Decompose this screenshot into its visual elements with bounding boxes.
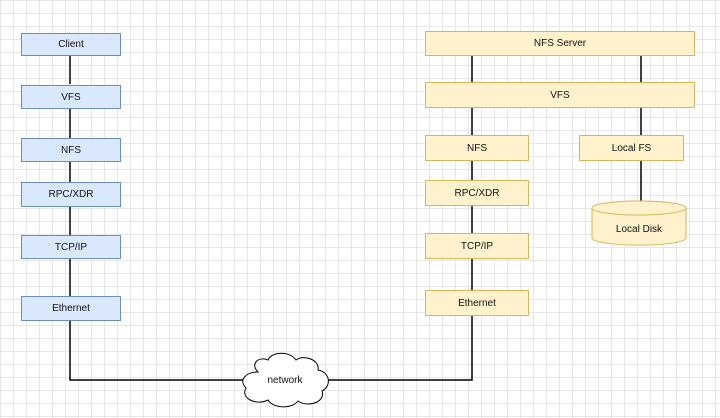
client-rpc-box: RPC/XDR [21, 182, 121, 207]
client-label: Client [58, 39, 84, 50]
local-fs-label: Local FS [611, 142, 652, 154]
server-rpc-box: RPC/XDR [425, 180, 529, 206]
client-vfs-label: VFS [61, 91, 81, 103]
client-tcp-box: TCP/IP [21, 235, 121, 259]
server-eth-box: Ethernet [425, 290, 529, 316]
nfs-server-box: NFS Server [425, 31, 695, 56]
server-rpc-label: RPC/XDR [454, 187, 500, 199]
local-disk-label: Local Disk [615, 223, 663, 235]
client-rpc-label: RPC/XDR [48, 189, 94, 200]
server-nfs-box: NFS [425, 135, 529, 161]
client-tcp-label: TCP/IP [54, 241, 88, 253]
client-eth-label: Ethernet [52, 303, 90, 314]
server-vfs-label: VFS [550, 89, 570, 101]
server-tcp-label: TCP/IP [460, 240, 494, 252]
client-nfs-box: NFS [21, 138, 121, 162]
local-disk-cylinder [591, 200, 687, 246]
client-nfs-label: NFS [61, 144, 81, 156]
client-vfs-box: VFS [21, 85, 121, 109]
server-eth-label: Ethernet [458, 297, 496, 309]
server-network-link [326, 316, 473, 381]
client-box: Client [21, 33, 121, 56]
client-network-link [69, 321, 243, 381]
network-cloud [242, 352, 329, 408]
network-label: network [267, 374, 303, 386]
local-fs-box: Local FS [579, 135, 684, 161]
server-vfs-box: VFS [425, 82, 695, 108]
client-eth-box: Ethernet [21, 296, 121, 321]
server-tcp-box: TCP/IP [425, 233, 529, 259]
server-nfs-label: NFS [467, 142, 487, 154]
nfs-server-label: NFS Server [533, 38, 587, 49]
